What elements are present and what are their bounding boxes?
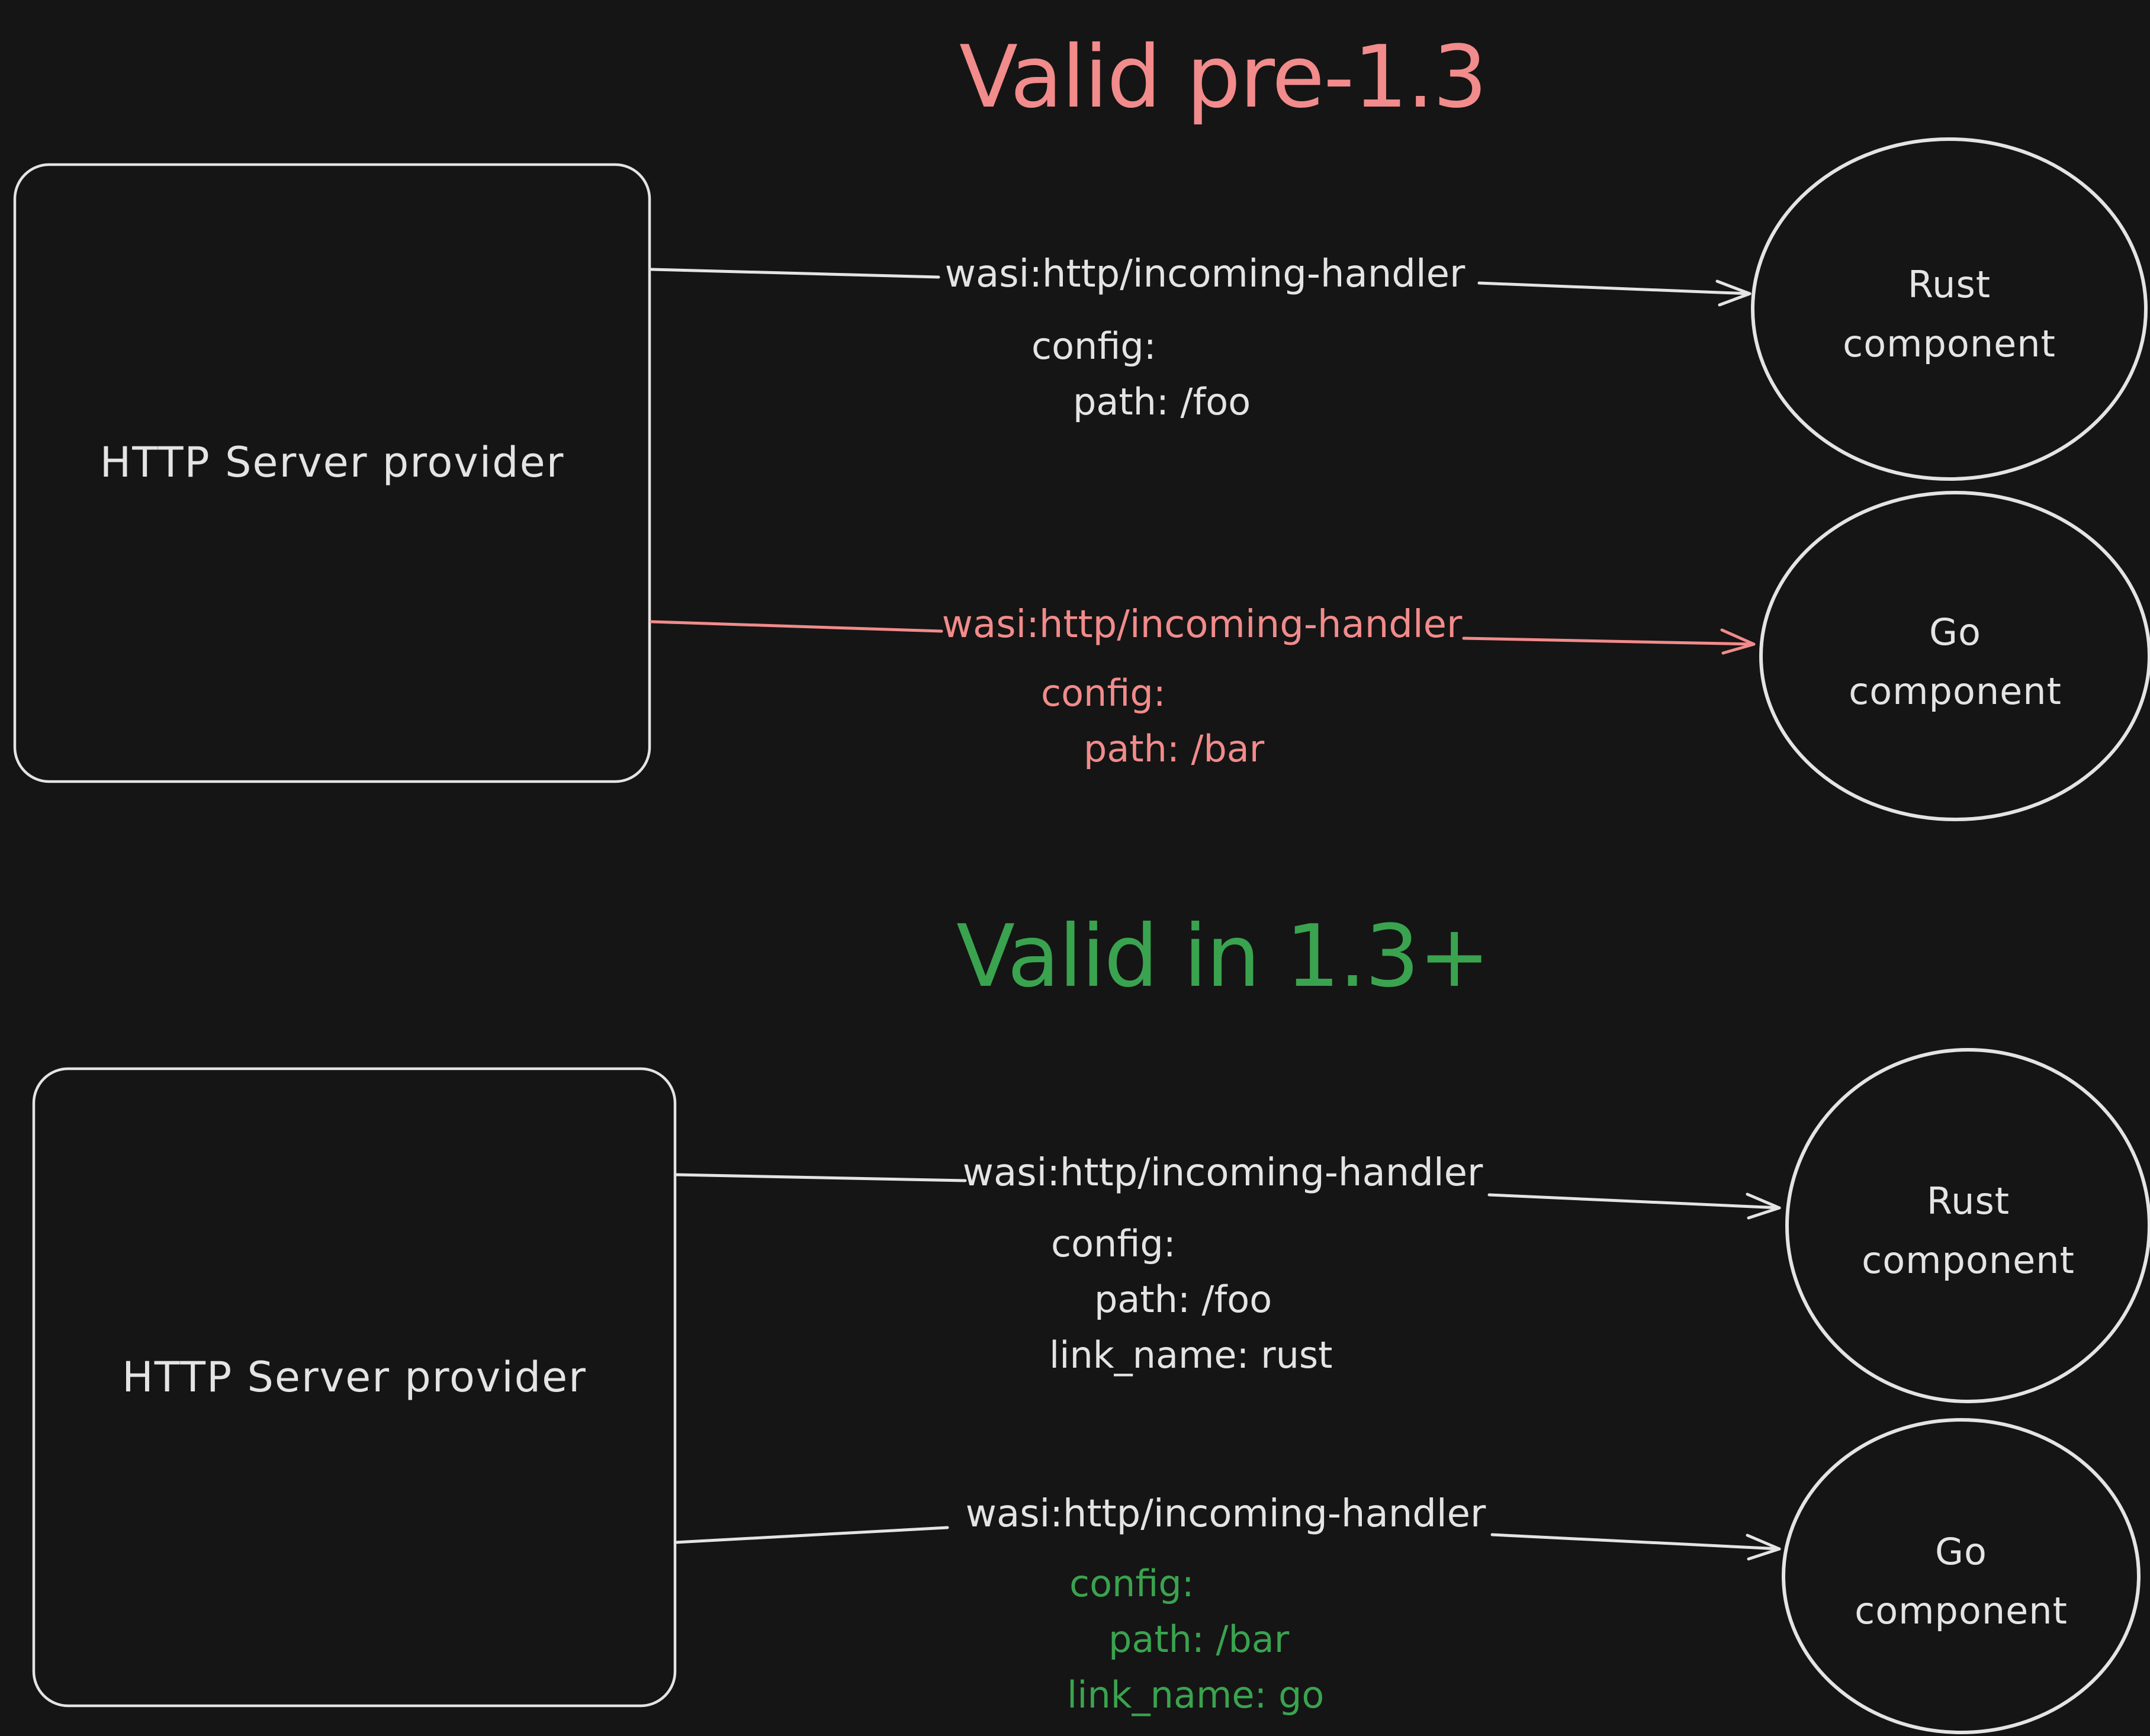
interface-label-pre13-go: wasi:http/incoming-handler [941, 603, 1463, 647]
go-component-label-13plus-line2: component [1855, 1589, 2068, 1632]
arrow-line-13plus-rust-right [1487, 1193, 1781, 1210]
provider-label-13plus: HTTP Server provider [122, 1353, 587, 1401]
config-line-13plus-rust-0: config: [1051, 1222, 1176, 1265]
interface-label-13plus-go: wasi:http/incoming-handler [965, 1492, 1486, 1536]
interface-label-13plus-rust: wasi:http/incoming-handler [962, 1151, 1483, 1195]
section-title-13plus: Valid in 1.3+ [956, 906, 1490, 1007]
arrow-line-pre13-rust-right [1477, 281, 1752, 295]
interface-label-pre13-rust: wasi:http/incoming-handler [944, 252, 1466, 296]
arrowhead-13plus-rust [1746, 1192, 1781, 1220]
config-line-pre13-go-1: path: /bar [1084, 727, 1265, 770]
arrow-line-pre13-rust-left [650, 268, 940, 279]
config-line-13plus-go-2: link_name: go [1067, 1673, 1325, 1716]
provider-box-13plus [32, 1067, 677, 1708]
rust-component-ellipse-pre13 [1751, 137, 2148, 481]
arrow-line-13plus-go-right [1490, 1533, 1781, 1551]
go-component-ellipse-13plus [1782, 1418, 2141, 1734]
go-component-label-pre13-line1: Go [1929, 610, 1981, 654]
go-component-label-13plus-line1: Go [1935, 1530, 1987, 1573]
config-line-13plus-go-1: path: /bar [1108, 1618, 1290, 1661]
provider-label-pre13: HTTP Server provider [99, 438, 565, 487]
rust-component-label-13plus-line2: component [1862, 1239, 2075, 1282]
rust-component-label-pre13-line1: Rust [1907, 263, 1991, 306]
arrow-line-pre13-go-left [650, 620, 943, 633]
rust-component-label-pre13-line2: component [1843, 322, 2056, 365]
rust-component-ellipse-13plus [1785, 1048, 2150, 1403]
arrow-line-pre13-go-right [1462, 636, 1756, 646]
arrow-line-13plus-go-left [674, 1526, 949, 1544]
config-line-pre13-rust-0: config: [1031, 324, 1156, 368]
arrow-line-13plus-rust-left [674, 1173, 967, 1182]
arrowhead-pre13-go [1720, 628, 1756, 655]
rust-component-label-13plus-line1: Rust [1926, 1179, 2010, 1223]
arrowhead-pre13-rust [1715, 279, 1752, 307]
go-component-ellipse-pre13 [1759, 491, 2150, 821]
config-line-13plus-go-0: config: [1069, 1562, 1194, 1605]
arrowhead-13plus-go [1746, 1534, 1781, 1561]
config-line-pre13-rust-1: path: /foo [1073, 380, 1251, 423]
provider-box-pre13 [13, 163, 651, 783]
config-line-13plus-rust-1: path: /foo [1094, 1278, 1272, 1321]
config-line-13plus-rust-2: link_name: rust [1049, 1333, 1333, 1377]
section-title-pre13: Valid pre-1.3 [959, 27, 1487, 127]
go-component-label-pre13-line2: component [1849, 670, 2062, 713]
config-line-pre13-go-0: config: [1041, 671, 1166, 715]
